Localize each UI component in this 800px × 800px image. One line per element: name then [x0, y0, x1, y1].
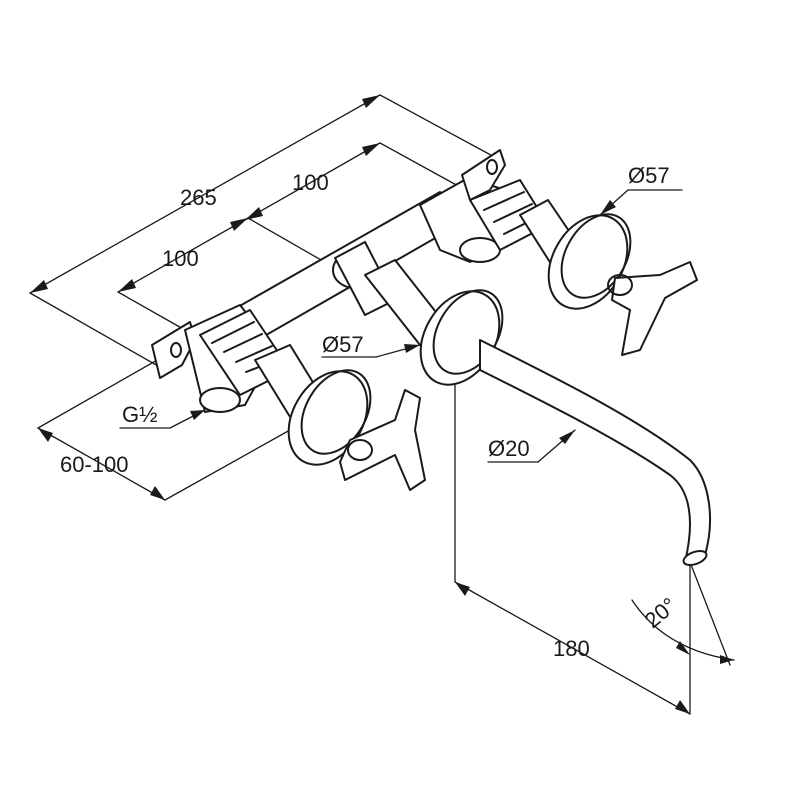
- dim-spout-projection: 180: [553, 636, 590, 661]
- dim-spacing-left: 100: [162, 246, 199, 271]
- dim-wall-depth: 60-100: [60, 452, 129, 477]
- dim-spout-angle: 20°: [640, 593, 682, 634]
- dim-rosette-center: Ø57: [322, 332, 364, 357]
- dim-rosette-right: Ø57: [628, 163, 670, 188]
- faucet-body: [151, 149, 711, 566]
- dim-spout-diameter: Ø20: [488, 436, 530, 461]
- left-handle: [339, 389, 426, 491]
- dim-overall-width: 265: [180, 185, 217, 210]
- left-wall-bracket: [151, 321, 196, 379]
- right-handle: [611, 261, 698, 356]
- right-wall-bracket: [461, 149, 506, 201]
- dim-thread: G½: [122, 402, 157, 427]
- dimension-lines: [29, 94, 735, 715]
- dim-spacing-right: 100: [292, 170, 329, 195]
